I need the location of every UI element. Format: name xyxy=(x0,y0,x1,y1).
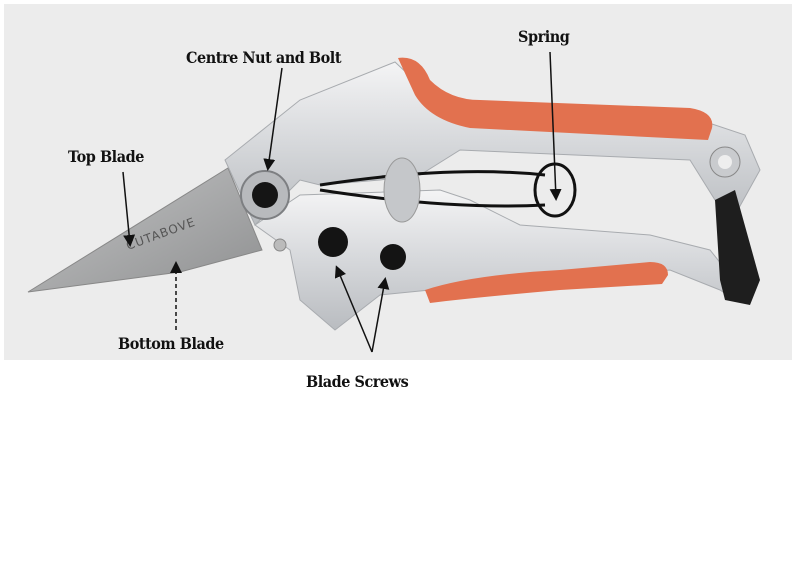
label-spring: Spring xyxy=(518,27,570,46)
arrow-centre-nut xyxy=(263,67,283,171)
blade-screw-2 xyxy=(380,244,406,270)
upper-grip xyxy=(398,57,713,140)
lower-handle-metal xyxy=(254,189,736,331)
rivet xyxy=(273,238,287,252)
label-blade-screws: Blade Screws xyxy=(306,372,409,391)
spring-plate xyxy=(383,157,421,223)
blade-screw-1 xyxy=(318,227,348,257)
top-blade xyxy=(27,167,263,293)
label-top-blade: Top Blade xyxy=(68,147,144,166)
arrow-blade-screw-1 xyxy=(334,265,373,353)
lock-latch xyxy=(715,190,760,305)
arrow-spring xyxy=(549,51,562,201)
arrow-blade-screw-2 xyxy=(371,277,390,353)
spring xyxy=(319,170,546,208)
arrow-top-blade xyxy=(122,171,136,247)
label-centre-nut-and-bolt: Centre Nut and Bolt xyxy=(186,48,342,67)
label-bottom-blade: Bottom Blade xyxy=(118,334,224,353)
lower-grip xyxy=(425,262,668,303)
centre-nut xyxy=(252,182,278,208)
pivot-rivet-head xyxy=(718,155,732,169)
